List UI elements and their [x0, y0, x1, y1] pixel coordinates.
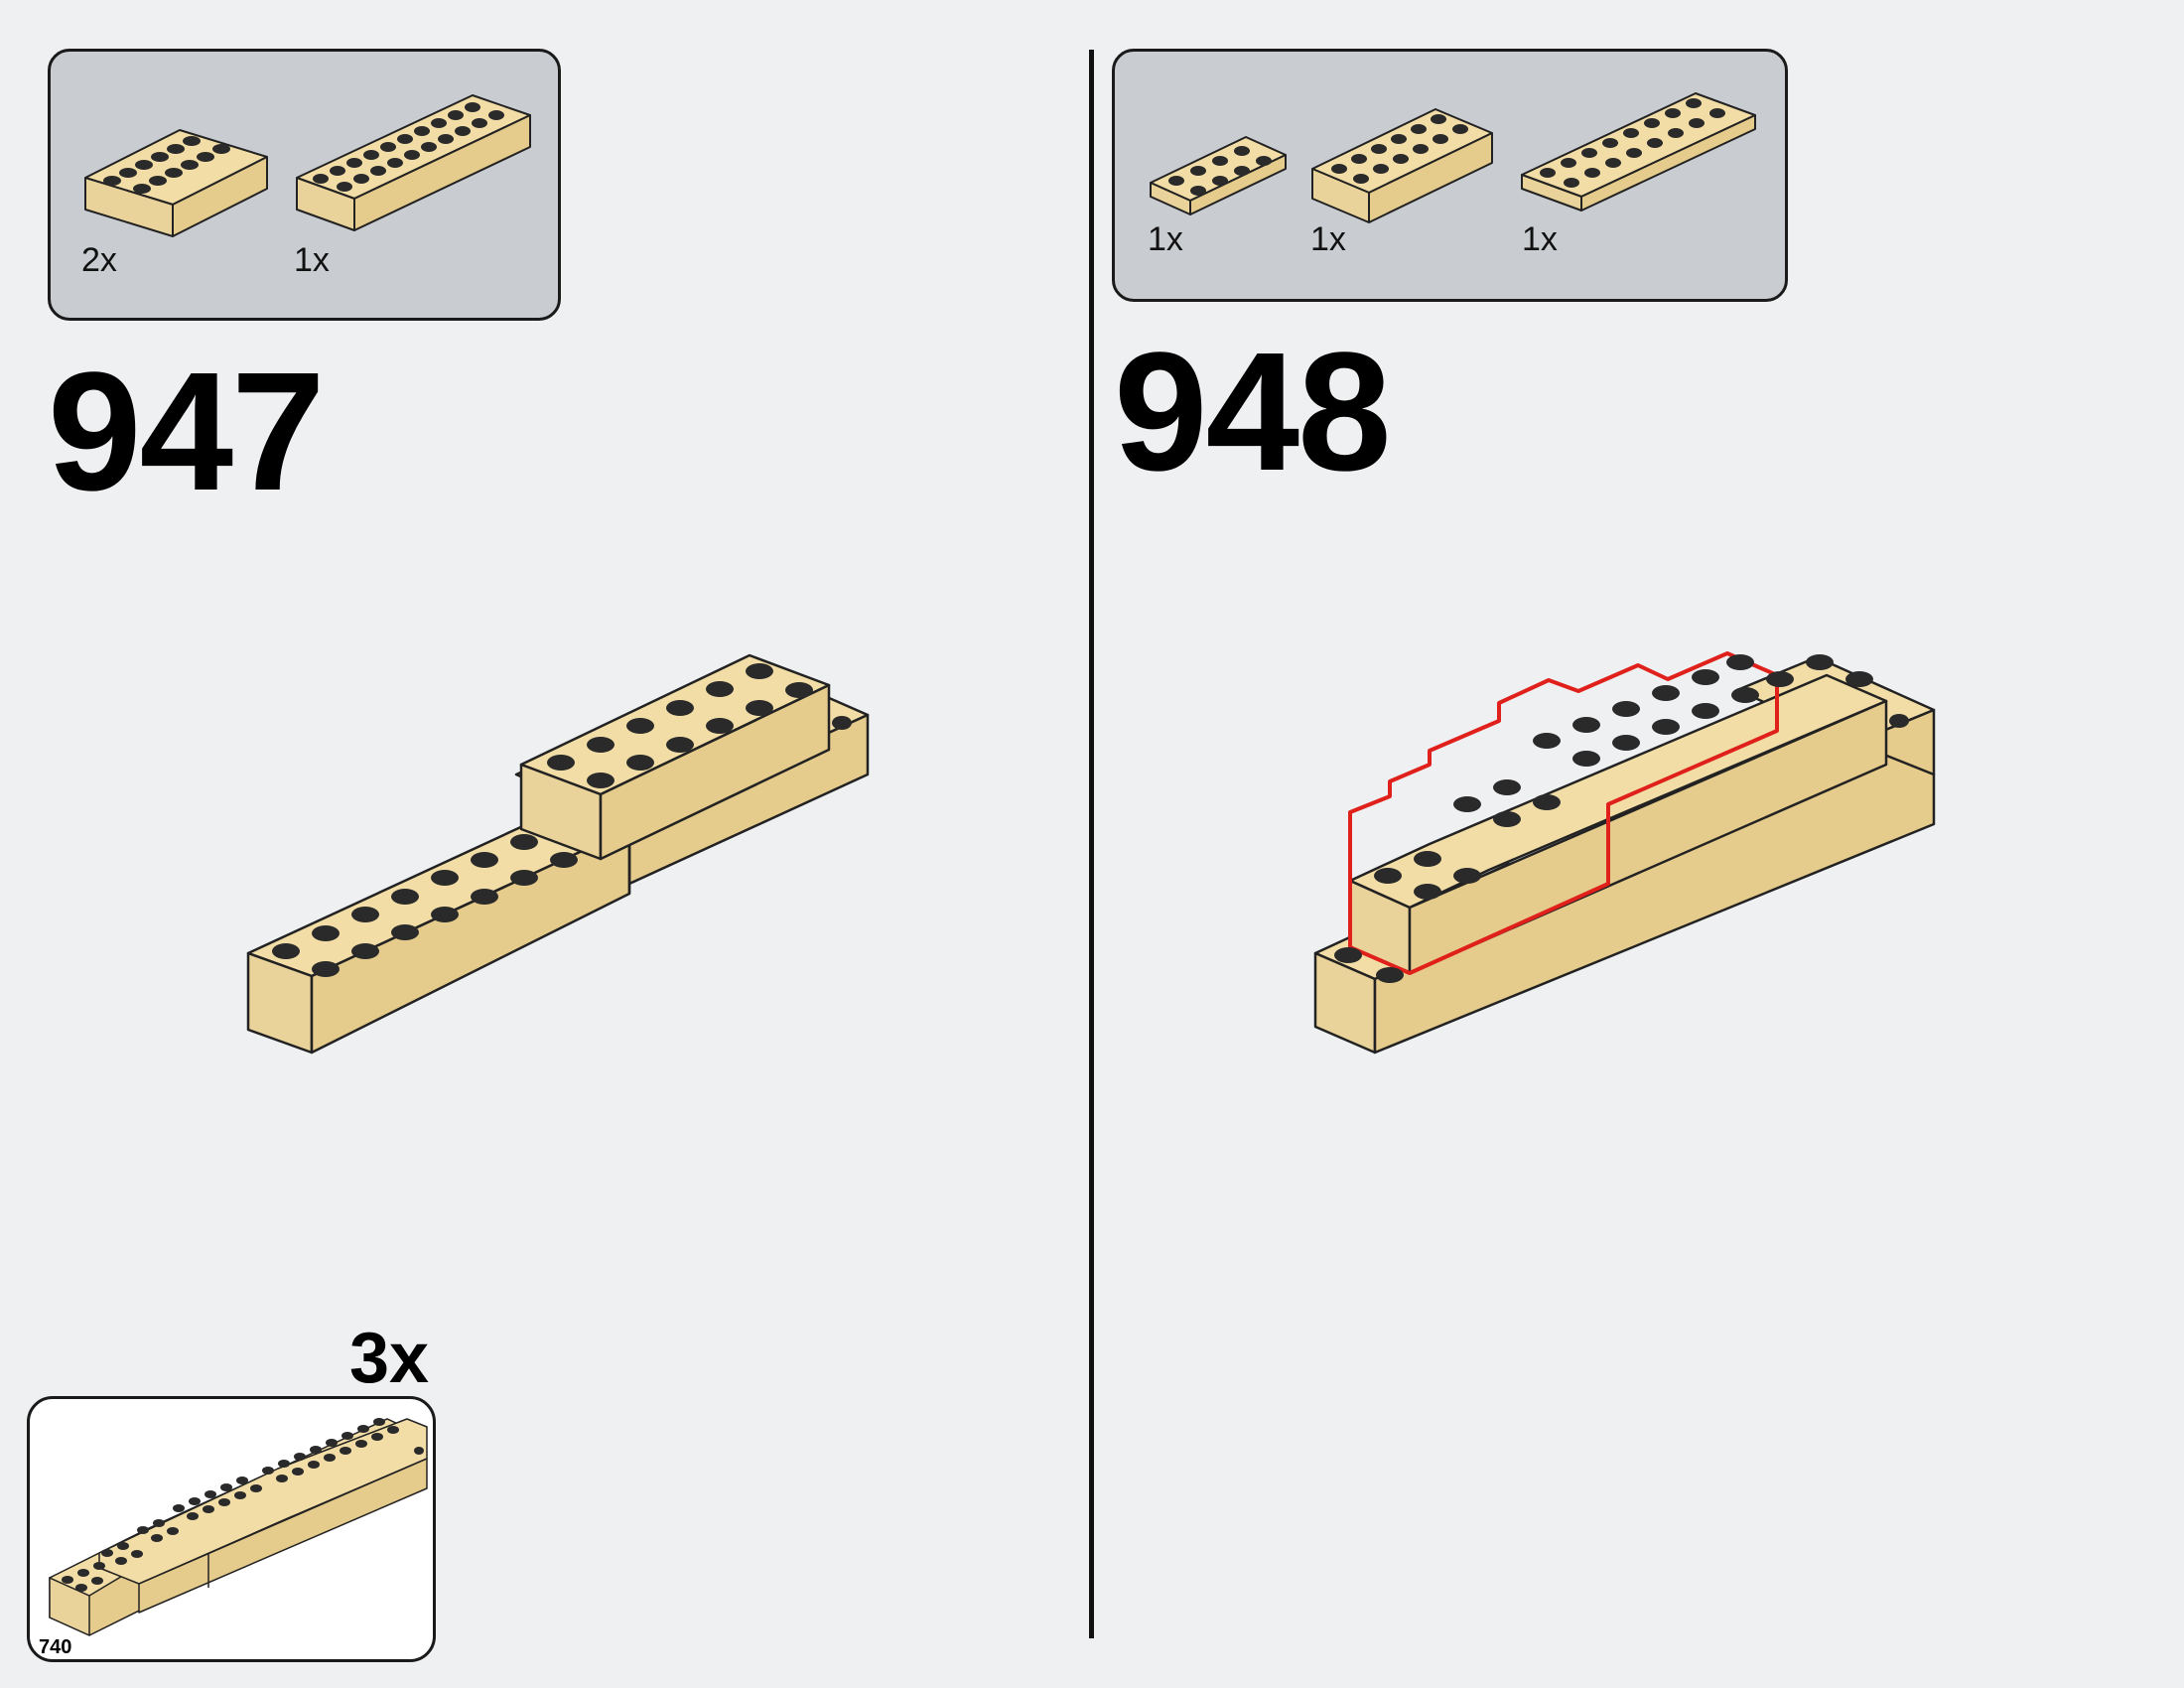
parts-callout-step-947: 2x 1x [48, 49, 561, 321]
step-number: 948 [1114, 318, 1392, 506]
submodel-preview-box [27, 1396, 436, 1662]
plate-2x4-icon [1150, 136, 1287, 215]
submodel-illustration [49, 1418, 428, 1636]
brick-2x6-icon [1311, 108, 1493, 223]
page-number: 740 [39, 1636, 72, 1658]
parts-callout-step-948: 1x 1x 1x [1112, 49, 1788, 302]
step-divider [1089, 50, 1094, 1638]
parts-illustration [1150, 92, 1756, 223]
brick-2x6-icon [84, 129, 268, 237]
submodel-multiplier: 3x [349, 1319, 430, 1398]
parts-illustration [84, 94, 531, 237]
step-number: 947 [48, 338, 326, 526]
part-qty: 2x [81, 241, 117, 279]
part-qty: 1x [1522, 220, 1558, 258]
part-qty: 1x [1148, 220, 1183, 258]
part-qty: 1x [1310, 220, 1346, 258]
brick-2x10-icon [296, 94, 531, 231]
step-947-model-illustration [246, 653, 870, 1055]
step-948-model-illustration [1313, 651, 1936, 1055]
part-qty: 1x [294, 241, 330, 279]
plate-2x8-icon [1521, 92, 1756, 211]
